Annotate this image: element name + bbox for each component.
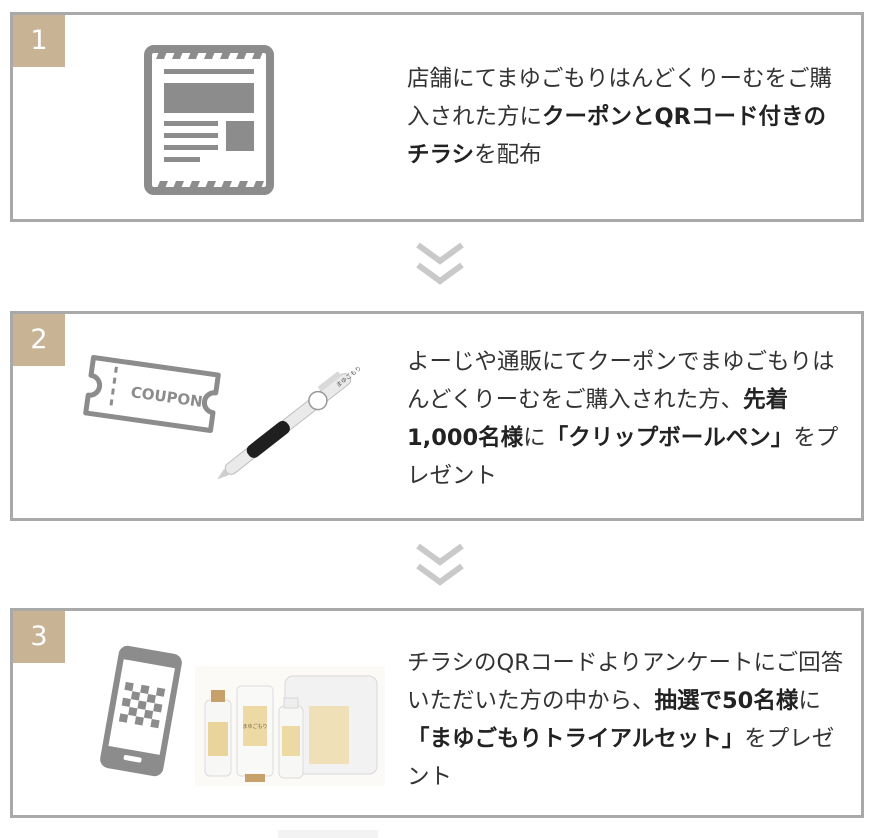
flyer-icon xyxy=(144,45,274,195)
step-1-description: 店舗にてまゆごもりはんどくりーむをご購入された方にクーポンとQRコード付きのチラ… xyxy=(407,66,833,168)
step-1: 1 xyxy=(10,12,864,222)
step-number-badge: 3 xyxy=(13,611,65,663)
product-label: まゆごもり xyxy=(242,723,267,730)
step-number-badge: 1 xyxy=(13,15,65,67)
clip-ballpoint-pen-image: まゆごもり xyxy=(203,354,373,494)
next-section-edge xyxy=(278,830,378,838)
step-number-badge: 2 xyxy=(13,314,65,366)
step-2: 2 COUPON まゆごもり よーじや通販にてクーポンでまゆごもりはんどくりーむ… xyxy=(10,311,864,521)
step-3: 3 xyxy=(10,608,864,818)
trial-set-products-image: まゆごもり xyxy=(195,666,385,786)
step-2-description: よーじや通販にてクーポンでまゆごもりはんどくりーむをご購入された方、先着1,00… xyxy=(407,349,839,489)
step-3-description: チラシのQRコードよりアンケートにご回答いただいた方の中から、抽選で50名様に「… xyxy=(407,650,844,790)
smartphone-qr-icon xyxy=(91,641,191,781)
coupon-ticket-icon: COUPON xyxy=(77,344,227,444)
chevron-down-icon xyxy=(415,242,465,290)
chevron-down-icon xyxy=(415,543,465,591)
